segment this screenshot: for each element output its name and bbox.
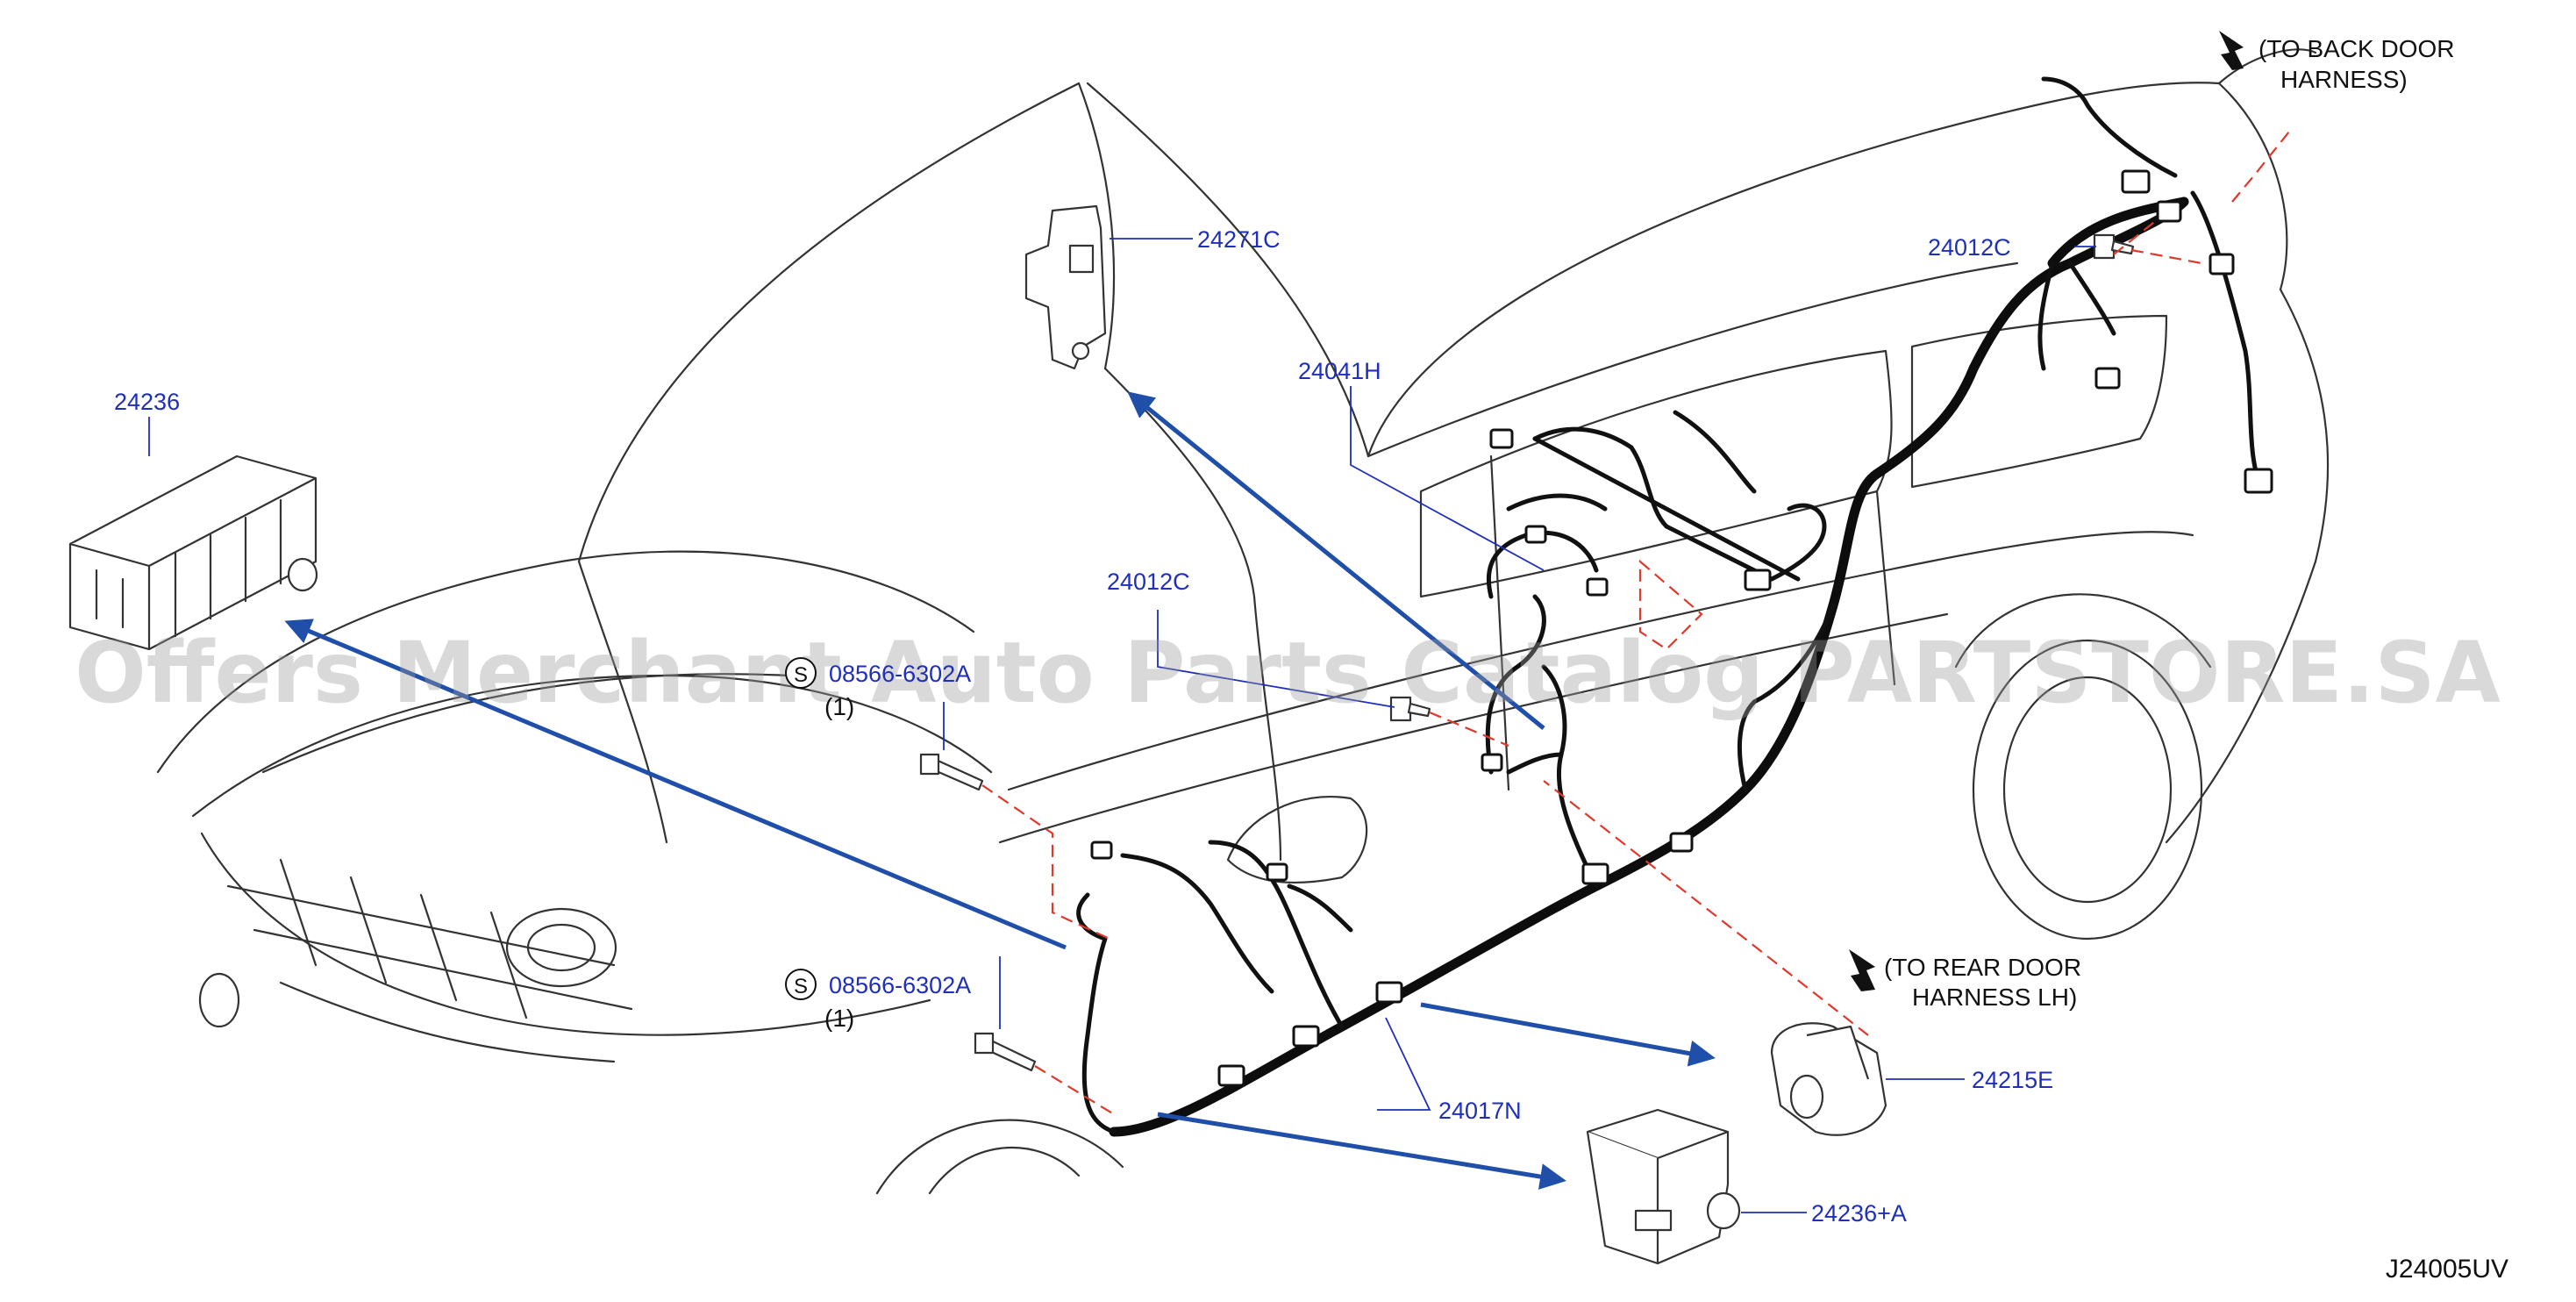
bolt-callout-lower[interactable]: S 08566-6302A (1) <box>785 969 971 1032</box>
watermark: Offers Merchant Auto Parts Catalog PARTS… <box>75 624 2501 722</box>
main-harness <box>1076 76 2266 1137</box>
bolt-code: 08566-6302A <box>829 661 971 687</box>
vehicle-outline <box>156 48 2330 1195</box>
direction-arrow-rear-door <box>1849 949 1875 991</box>
diagram-code: J24005UV <box>2386 1255 2508 1284</box>
dashed-guides <box>981 131 2290 1115</box>
direction-arrow-back-door <box>2219 31 2244 70</box>
label-24012C-rear[interactable]: 24012C <box>1928 234 2011 261</box>
harness-clips <box>1090 169 2273 1087</box>
note-back-door-line1: (TO BACK DOOR <box>2258 35 2455 62</box>
label-24236A[interactable]: 24236+A <box>1811 1200 1907 1227</box>
bolt-qty: (1) <box>824 693 854 720</box>
part-24236A-drawing <box>1586 1108 1741 1265</box>
bolt-qty: (1) <box>824 1005 854 1032</box>
note-back-door-line2: HARNESS) <box>2280 66 2408 93</box>
label-24236[interactable]: 24236 <box>114 389 180 415</box>
label-24271C[interactable]: 24271C <box>1197 226 1281 253</box>
bolt-lower <box>974 1032 1037 1072</box>
note-rear-door-line2: HARNESS LH) <box>1912 984 2077 1011</box>
relation-arrows <box>284 391 1716 1190</box>
bolt-symbol: S <box>794 663 808 687</box>
bolt-callout-upper[interactable]: S 08566-6302A (1) <box>785 657 971 720</box>
label-24012C-mid[interactable]: 24012C <box>1107 569 1190 595</box>
bolt-symbol: S <box>794 975 808 998</box>
note-rear-door-line1: (TO REAR DOOR <box>1884 954 2081 981</box>
part-24236-drawing <box>68 454 318 651</box>
part-24271C-drawing <box>1024 204 1107 370</box>
label-24215E[interactable]: 24215E <box>1972 1067 2053 1093</box>
bolt-code: 08566-6302A <box>829 972 971 998</box>
part-24215E-drawing <box>1770 1022 1887 1136</box>
bolt-upper <box>919 753 984 791</box>
leader-lines <box>148 238 2096 1213</box>
label-24017N[interactable]: 24017N <box>1438 1098 1522 1124</box>
label-24041H[interactable]: 24041H <box>1298 358 1381 384</box>
clip-24012C-mid <box>1389 696 1431 722</box>
